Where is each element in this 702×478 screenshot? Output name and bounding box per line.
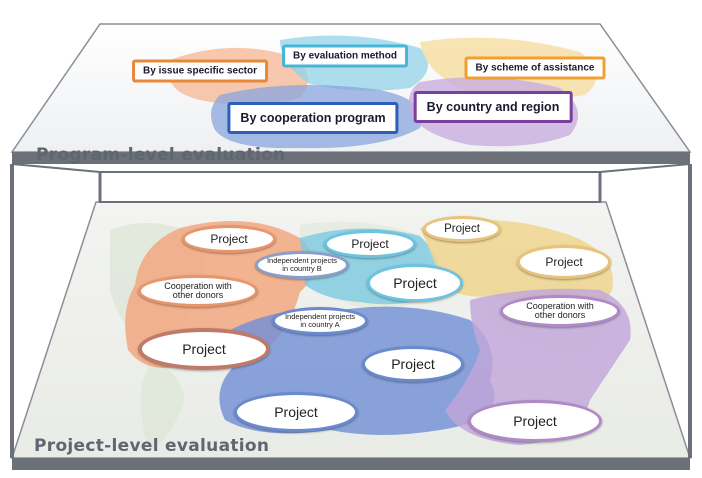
project-node-label: Independent projects in country B bbox=[266, 256, 338, 273]
cooperation-other-donors-node: Cooperation with other donors bbox=[138, 275, 258, 307]
box-by-country-and-region: By country and region bbox=[413, 91, 573, 123]
project-node-label: Project bbox=[393, 274, 437, 291]
project-node-label: Cooperation with other donors bbox=[526, 300, 594, 320]
project-node: Project bbox=[138, 328, 270, 370]
project-node: Project bbox=[468, 400, 602, 442]
project-node: Project bbox=[517, 245, 611, 279]
project-node-label: Project bbox=[444, 222, 480, 235]
project-node-label: Project bbox=[274, 403, 318, 420]
project-node: Project bbox=[324, 230, 416, 258]
box-by-cooperation-program: By cooperation program bbox=[227, 102, 399, 134]
project-node-label: Project bbox=[210, 231, 248, 246]
cooperation-other-donors-node: Cooperation with other donors bbox=[500, 295, 620, 327]
project-node-label: Project bbox=[513, 412, 557, 429]
project-node: Project bbox=[423, 216, 501, 242]
independent-projects-country-a-node: Independent projects in country A bbox=[272, 307, 368, 335]
project-node: Project bbox=[182, 225, 276, 253]
project-node: Project bbox=[367, 264, 463, 302]
program-level-title: Program-level evaluation bbox=[36, 145, 286, 165]
project-node-label: Cooperation with other donors bbox=[164, 280, 232, 300]
project-node-label: Project bbox=[182, 340, 226, 357]
project-node-label: Project bbox=[545, 254, 583, 269]
independent-projects-country-b-node: Independent projects in country B bbox=[255, 251, 349, 279]
project-level-title: Project-level evaluation bbox=[34, 436, 270, 456]
box-by-issue-specific-sector: By issue specific sector bbox=[132, 59, 268, 83]
project-node-label: Project bbox=[391, 355, 435, 372]
box-by-evaluation-method: By evaluation method bbox=[282, 44, 408, 68]
project-node-label: Project bbox=[351, 236, 389, 251]
box-by-scheme-of-assistance: By scheme of assistance bbox=[464, 56, 606, 80]
project-node-label: Independent projects in country A bbox=[284, 312, 356, 329]
project-node: Project bbox=[362, 346, 464, 382]
frame-structure bbox=[10, 163, 692, 458]
project-node: Project bbox=[234, 392, 358, 432]
